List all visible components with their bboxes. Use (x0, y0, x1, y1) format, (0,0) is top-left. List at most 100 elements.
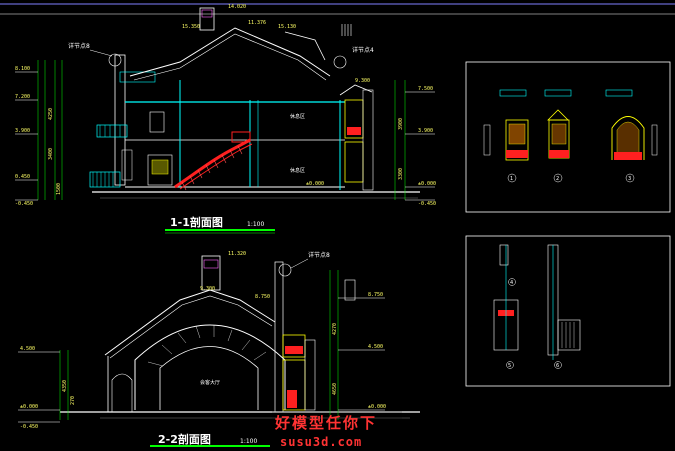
s1-stair-treads (181, 145, 243, 191)
s2-roof-inner (109, 295, 273, 359)
s1-dim-vert-1: 3400 (48, 148, 54, 160)
s1-dim-top-3: 9.300 (355, 78, 370, 84)
s1-stair (174, 138, 251, 189)
s1-callout-circle-left (108, 53, 122, 67)
s2-right-level-marks (338, 297, 385, 411)
s1-left-window (121, 149, 133, 181)
s1-balustrade (92, 125, 121, 187)
detail2-glass (551, 123, 567, 145)
s2-arch-outer (134, 324, 286, 410)
s1-main-roof (129, 27, 331, 77)
s2-arch-inner (159, 346, 259, 410)
detail1-window (505, 119, 529, 161)
s2-dim-top-2: 9.300 (200, 286, 215, 292)
s1-callout-circle-right (333, 55, 347, 69)
watermark-line2: susu3d.com (280, 435, 362, 449)
s2-dim-vert-0: 4350 (62, 380, 68, 392)
watermark: 好模型任你下 susu3d.com (272, 410, 402, 450)
detail-panel-1-frame (465, 61, 671, 213)
detail1-cap (499, 89, 527, 97)
s2-dim-right-vert-0: 4270 (332, 323, 338, 335)
s2-room: 会客大厅 (200, 379, 220, 386)
s1-dim-top-0: 14.020 (228, 4, 246, 10)
s1-level-left-4: -0.450 (15, 201, 33, 207)
s1-right-dormer-roof (284, 31, 326, 61)
detail4-mark-circle (508, 278, 516, 286)
s2-chimney-cap (203, 259, 219, 269)
s1-level-left-1: 7.200 (15, 94, 30, 100)
s1-roof-inner (133, 33, 327, 81)
s1-callout-right[interactable]: 详节点4 (352, 46, 374, 54)
detail4-mark: 4 (510, 280, 513, 286)
detail1-section (483, 124, 491, 156)
watermark-bg (272, 410, 402, 450)
detail2-sill (549, 150, 569, 158)
detail3-mark-circle (625, 173, 635, 183)
detail3-mark: 3 (628, 176, 631, 182)
s1-dim-vert-2: 1500 (56, 183, 62, 195)
s1-right-level-marks (405, 91, 435, 201)
detail5-rail (557, 319, 581, 351)
s1-room-upper: 休息区 (290, 113, 305, 120)
s2-dim-right-vert-1: 4650 (332, 383, 338, 395)
detail1-mark: 1 (510, 176, 513, 182)
detail-panel-1[interactable]: 1 2 3 (465, 61, 671, 213)
s2-level-left-2: -0.450 (20, 424, 38, 430)
s2-level-left-0: 4.500 (20, 346, 35, 352)
s2-level-right-0: 8.750 (368, 292, 383, 298)
s2-arch-voussoirs (147, 325, 267, 367)
detail5-mark: 5 (508, 363, 511, 369)
s1-door-glass (151, 159, 169, 175)
s1-dim-top-4: 15.350 (182, 24, 200, 30)
detail-panel-2[interactable]: 4 5 6 (465, 235, 671, 387)
watermark-line1: 好模型任你下 (274, 414, 377, 432)
detail3-cap (605, 89, 633, 97)
s2-dim-top-0: 11.320 (228, 251, 246, 257)
s1-level-left-2: 3.900 (15, 128, 30, 134)
s1-hatch-mark-icon (341, 24, 352, 36)
section-1-1[interactable]: 8.100 7.200 3.900 0.450 -0.450 4250 3400… (15, 4, 436, 234)
detail2-mark: 2 (556, 176, 559, 182)
s1-floor-mark: ±0.000 (306, 181, 324, 187)
s2-chimney (201, 255, 221, 291)
s1-dim-top-2: 15.130 (278, 24, 296, 30)
s2-right-pilaster (304, 339, 316, 411)
section-2-2[interactable]: 4.500 ±0.000 -0.450 4350 270 8.750 4.500… (18, 251, 420, 447)
s2-right-red-door (287, 390, 297, 408)
s2-left-level-marks (18, 351, 60, 423)
s2-callout[interactable]: 详节点8 (308, 251, 330, 259)
detail4-top (499, 244, 509, 266)
s2-callout-circle (278, 263, 292, 277)
s1-dim-right-vert-0: 3900 (398, 118, 404, 130)
s1-callout-left[interactable]: 详节点8 (68, 42, 90, 50)
s2-far-right-chimney (344, 279, 356, 301)
s1-stair-rail (179, 143, 253, 190)
s2-level-left-1: ±0.000 (20, 404, 38, 410)
s1-right-bay-red-panel (347, 127, 361, 135)
s1-dim-vert-0: 4250 (48, 108, 54, 120)
s1-scale: 1:100 (247, 221, 264, 228)
s2-level-right-1: 4.500 (368, 344, 383, 350)
s2-title: 2-2剖面图 (158, 432, 211, 446)
s2-level-right-2: ±0.000 (368, 404, 386, 410)
detail5-balusters (561, 322, 575, 348)
s1-door-frame (147, 154, 173, 186)
s1-right-hood (339, 84, 373, 96)
s1-right-bay-lower (344, 141, 364, 183)
detail6-mark: 6 (556, 363, 559, 369)
s2-left-small-arch (111, 373, 133, 412)
detail1-mark-circle (507, 173, 517, 183)
s1-level-left-0: 8.100 (15, 66, 30, 72)
detail1-sill (506, 150, 528, 158)
s2-right-red-panel (285, 346, 303, 354)
s1-title: 1-1剖面图 (170, 215, 223, 229)
s2-scale: 1:100 (240, 438, 257, 445)
s1-chimney (199, 7, 215, 31)
s1-level-right-1: 3.900 (418, 128, 433, 134)
detail2-pediment (547, 109, 569, 121)
s1-dim-top-1: 11.376 (248, 20, 266, 26)
s1-level-left-3: 0.450 (15, 174, 30, 180)
detail3-sill (614, 152, 642, 160)
